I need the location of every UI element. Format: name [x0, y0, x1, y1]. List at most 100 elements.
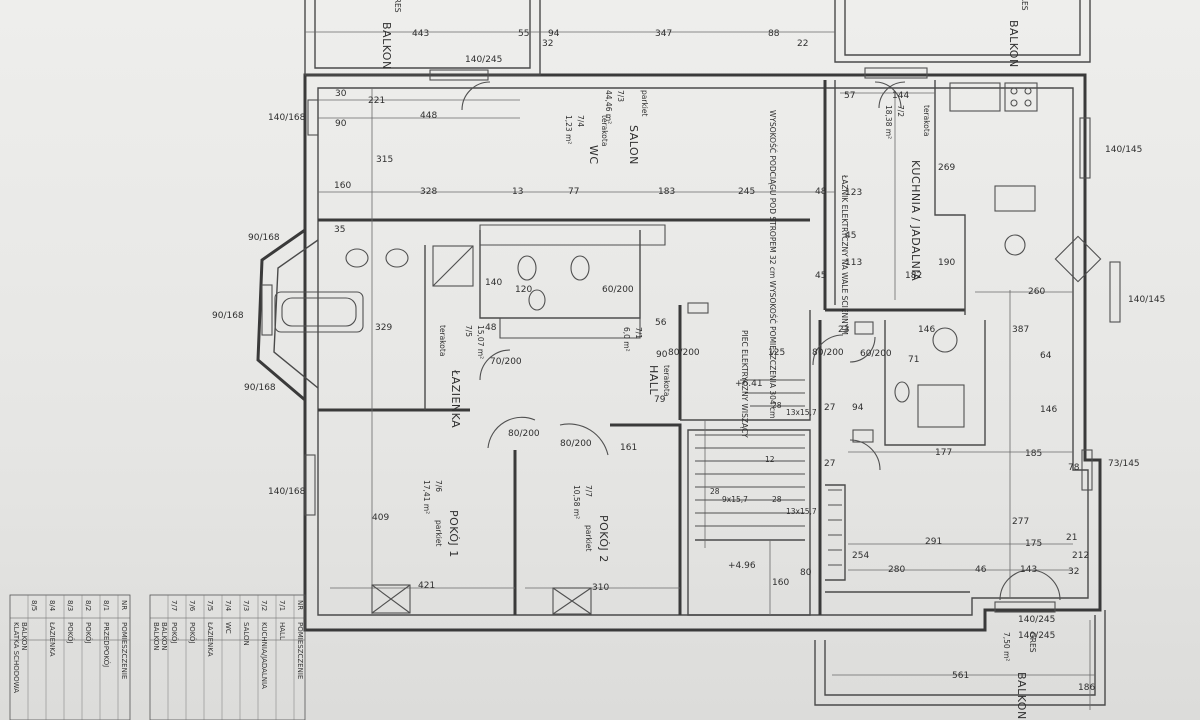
dim-stairs-28c: 28	[772, 495, 782, 504]
room-code-pokoj2: 7/7	[584, 485, 593, 497]
dim-window-salon-left: 140/168	[268, 113, 306, 123]
fixtures	[274, 82, 1102, 615]
note-kuchnia-oven: ŁAZNIK ELEKTRYCZNY NA WALE SCIENNYM	[840, 174, 849, 335]
dim-salon-221: 221	[368, 96, 385, 106]
dim-window-pokoj1: 140/168	[268, 487, 306, 497]
legend-right-name-3: SALON	[242, 622, 250, 646]
dim-kitchen-254: 254	[852, 551, 869, 561]
dim-window-bay-top: 90/168	[248, 233, 280, 243]
dim-kitchen-212: 212	[1072, 551, 1089, 561]
room-floor-kuchnia: terakota	[922, 105, 931, 136]
room-name-balkon-top-left: BALKON	[380, 22, 393, 70]
dim-window-bay-bottom: 90/168	[244, 383, 276, 393]
room-floor-balkon-bottom: GRES	[1028, 632, 1037, 653]
legend-right-header-name: POMIESZCZENIE	[296, 622, 304, 679]
dim-pokoj1-409: 409	[372, 513, 389, 523]
dim-salon-13: 13	[512, 187, 523, 197]
legend-left-name-6: BALKON	[20, 622, 28, 650]
dim-stairs-80: 80	[800, 568, 812, 578]
dim-hall-78: 78	[1068, 463, 1080, 473]
legend-left-name-4: ŁAZIENKA	[48, 621, 56, 657]
dim-pokoj1-421: 421	[418, 581, 435, 591]
dim-bath-140: 140	[485, 278, 502, 288]
legend-left-nr-3: 8/3	[66, 600, 74, 611]
dim-kitchen-32: 32	[1068, 567, 1079, 577]
legend-right-nr-2: 7/2	[260, 600, 268, 611]
dim-kitchen-64: 64	[1040, 351, 1052, 361]
legend-left-nr-4: 8/4	[48, 600, 56, 612]
dim-kitchen-291: 291	[925, 537, 942, 547]
dim-salon-183: 183	[658, 187, 675, 197]
room-code-hall: 7/1	[634, 327, 643, 339]
note-salon-ceiling: WYSOKOŚĆ PODCIĄGU POD STROPEM 32 cm WYSO…	[768, 110, 777, 418]
dim-kitchen-57: 57	[844, 91, 855, 101]
room-floor-pokoj2: parkiet	[584, 525, 593, 551]
room-name-kuchnia: KUCHNIA / JADALNIA	[909, 160, 922, 281]
bathtub	[274, 291, 364, 333]
legend-right-name-5: ŁAZIENKA	[206, 621, 214, 657]
legend-left-nr-2: 8/2	[84, 600, 92, 611]
room-name-wc: WC	[587, 145, 600, 165]
dim-bath-70-200: 70/200	[490, 357, 522, 367]
room-code-salon: 7/3	[616, 90, 625, 102]
room-floor-wc: terakota	[600, 115, 609, 146]
dim-kitchen-182: 182	[905, 271, 922, 281]
room-area-wc: 1,23 m²	[564, 115, 573, 144]
room-floor-balkon-top-right: GRES	[1020, 0, 1029, 11]
dim-hall-177: 177	[935, 448, 952, 458]
legend-right-name-9: BALKON	[152, 622, 160, 650]
room-area-pokoj1: 17,41 m²	[422, 480, 431, 514]
dim-salon-35: 35	[334, 225, 345, 235]
legend-left-header-nr: NR	[120, 600, 128, 610]
dim-pokoj2-161: 161	[620, 443, 637, 453]
dim-kitchen-387: 387	[1012, 325, 1029, 335]
toilet-wc	[517, 255, 537, 281]
dim-hall-27a: 27	[824, 403, 835, 413]
shower-small	[917, 384, 965, 428]
dim-kitchen-143: 143	[1020, 565, 1037, 575]
dim-kitchen-269: 269	[938, 163, 955, 173]
dim-kitchen-45b: 45	[815, 271, 826, 281]
legend-right-name-2: KUCHNIA/JADALNIA	[260, 622, 268, 689]
room-area-balkon-bottom: 7,50 m²	[1002, 632, 1011, 661]
dimension-lines	[305, 31, 1095, 710]
dim-hall-94: 94	[852, 403, 864, 413]
dim-window-kitchen: 140/145	[1105, 145, 1142, 155]
legend-left-name-1: PRZEDPOKÓJ	[102, 622, 111, 667]
dim-bath-79: 79	[654, 395, 666, 405]
legend-left-nr-5: 8/5	[30, 600, 38, 611]
dim-window-right-mid: 140/145	[1128, 295, 1165, 305]
notes: WYSOKOŚĆ PODCIĄGU POD STROPEM 32 cm WYSO…	[728, 110, 849, 571]
legend-left-name-3: POKÓJ	[66, 622, 75, 644]
legend-right-name-6: POKÓJ	[188, 622, 197, 644]
room-area-kuchnia: 18,38 m²	[884, 105, 893, 139]
dim-bath-48: 48	[485, 323, 497, 333]
dim-top-443: 443	[412, 29, 429, 39]
dim-kitchen-260: 260	[1028, 287, 1045, 297]
dim-kitchen-280: 280	[888, 565, 905, 575]
stove-corner	[1054, 235, 1102, 283]
dim-stairs-28b: 28	[710, 487, 720, 496]
room-area-hall: 6,0 m²	[622, 327, 631, 352]
dim-salon-48: 48	[815, 187, 827, 197]
legend-left-name-2: POKÓJ	[84, 622, 93, 644]
dim-door-pokoj2: 80/200	[560, 439, 592, 449]
dim-kitchen-45a: 45	[845, 231, 856, 241]
dim-hall-23: 23	[838, 325, 849, 335]
dim-hall-80-200: 80/200	[812, 348, 844, 358]
dim-top-88: 88	[768, 29, 780, 39]
dim-bath-120: 120	[515, 285, 532, 295]
dim-hall-60-200: 60/200	[860, 349, 892, 359]
dim-salon-30: 30	[335, 89, 347, 99]
dim-top-55: 55	[518, 29, 529, 39]
dim-top-22: 22	[797, 39, 808, 49]
room-name-balkon-top-right: BALKON	[1007, 20, 1020, 68]
dim-top-94: 94	[548, 29, 560, 39]
dim-stairs-12: 12	[765, 455, 775, 464]
room-area-pokoj2: 10,58 m²	[572, 485, 581, 519]
dim-hall-125: 125	[768, 348, 785, 358]
room-area-lazienka: 15,07 m²	[476, 325, 485, 359]
legend-right-name-7: POKÓJ	[170, 622, 179, 644]
legend-right-nr-7: 7/7	[170, 600, 178, 611]
dim-kitchen-21: 21	[1066, 533, 1077, 543]
